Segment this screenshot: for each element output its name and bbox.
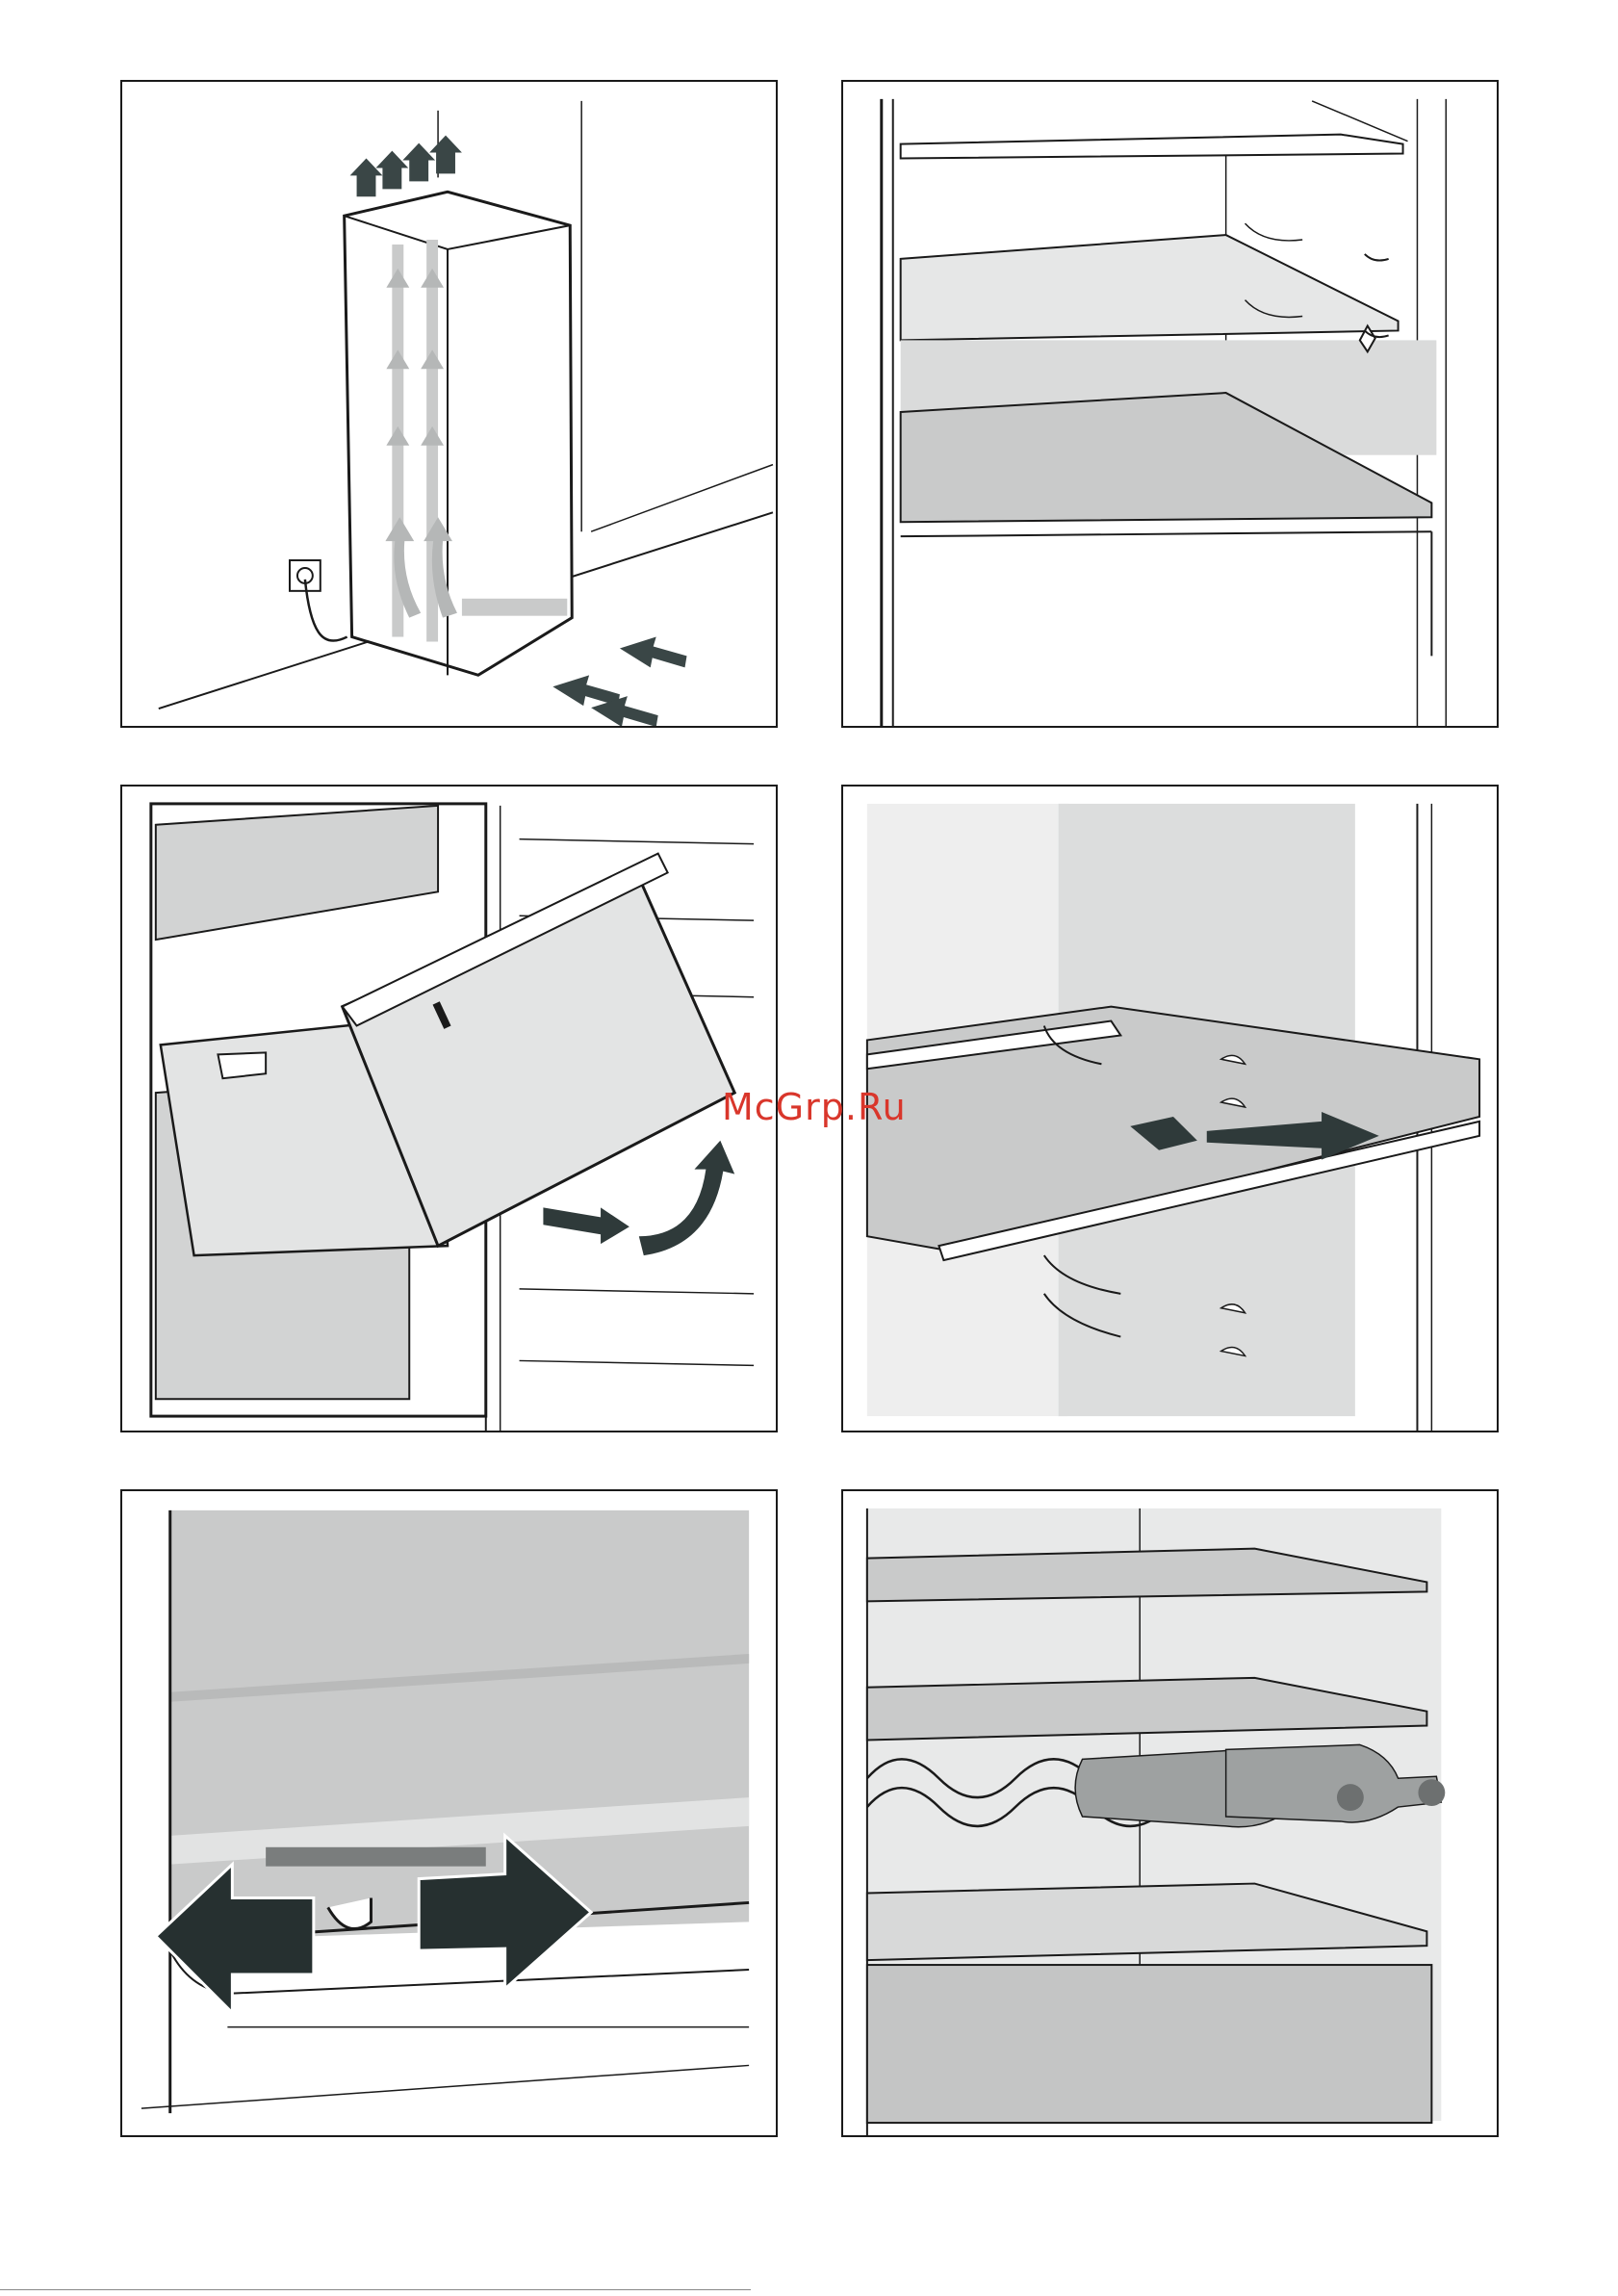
shelf-slide-out-illustration-icon [843, 787, 1497, 1431]
drawer-removal-panel [120, 785, 778, 1432]
bottle-rack-illustration-icon [843, 1491, 1497, 2135]
watermark-text: McGrp.Ru [722, 1086, 907, 1128]
fridge-airflow-illustration-icon [122, 82, 776, 726]
slider-adjust-illustration-icon [122, 1491, 776, 2135]
glass-shelves-illustration-icon [843, 82, 1497, 726]
shelf-removal-panel [841, 785, 1499, 1432]
slider-adjust-panel [120, 1489, 778, 2137]
footer-divider [0, 2289, 751, 2290]
wine-rack-panel [841, 1489, 1499, 2137]
drawer-removal-illustration-icon [122, 787, 776, 1431]
fridge-airflow-panel [120, 80, 778, 728]
shelves-panel [841, 80, 1499, 728]
